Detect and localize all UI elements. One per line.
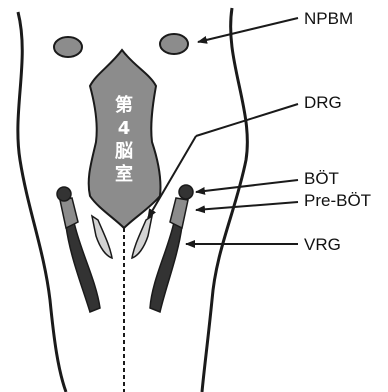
label-pre-bot: Pre-BÖT bbox=[304, 191, 371, 210]
fourth-ventricle bbox=[89, 50, 161, 228]
bot-right bbox=[179, 185, 193, 199]
vrg-left bbox=[66, 222, 100, 312]
bot-left bbox=[57, 187, 71, 201]
pre-bot-right bbox=[170, 198, 188, 228]
brainstem-outline-right bbox=[202, 8, 247, 392]
brainstem-outline-left bbox=[18, 12, 66, 392]
drg-right bbox=[132, 216, 152, 258]
pre-bot-left bbox=[60, 198, 78, 228]
label-bot: BÖT bbox=[304, 169, 339, 188]
ventricle-char-2: 4 bbox=[118, 118, 131, 139]
ventricle-char-1: 第 bbox=[115, 94, 133, 116]
bot-arrow bbox=[196, 180, 298, 192]
left-respiratory-column bbox=[57, 187, 100, 312]
vrg-right bbox=[150, 222, 182, 312]
label-drg: DRG bbox=[304, 93, 342, 112]
npbm-left bbox=[54, 37, 82, 57]
ventricle-char-4: 室 bbox=[115, 163, 133, 185]
npbm-right bbox=[160, 34, 188, 54]
drg-left bbox=[92, 216, 112, 258]
label-vrg: VRG bbox=[304, 235, 341, 254]
ventricle-char-3: 脳 bbox=[115, 141, 133, 162]
pre-bot-arrow bbox=[196, 202, 298, 210]
npbm-arrow bbox=[198, 18, 298, 42]
label-npbm: NPBM bbox=[304, 9, 353, 28]
